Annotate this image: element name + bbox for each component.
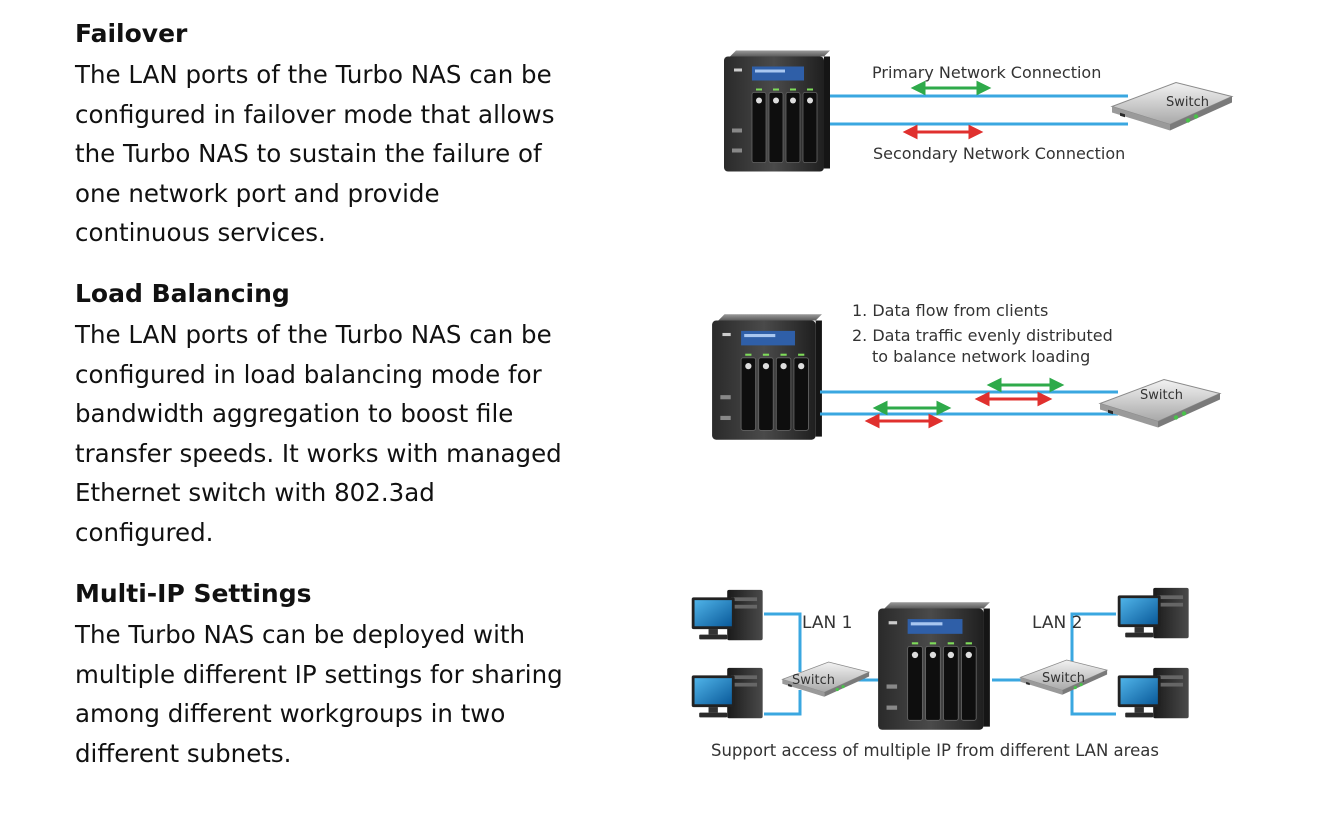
nas-device-icon (711, 313, 823, 441)
body-line: The LAN ports of the Turbo NAS can be (75, 320, 552, 349)
note-data-flow: 1. Data flow from clients (852, 301, 1048, 320)
multi-ip-diagram: Switch Switch LAN 1 LAN 2 Support access… (686, 586, 1206, 771)
body-line: the Turbo NAS to sustain the failure of (75, 139, 542, 169)
body-line: The LAN ports of the Turbo NAS can be (75, 60, 552, 89)
lan2-switch-label: Switch (1042, 671, 1085, 686)
section-body: The LAN ports of the Turbo NAS can be co… (75, 315, 635, 553)
primary-connection-label: Primary Network Connection (872, 63, 1101, 82)
body-line: Ethernet switch with 802.3ad (75, 478, 435, 508)
multi-ip-caption: Support access of multiple IP from diffe… (711, 741, 1159, 760)
section-title: Load Balancing (75, 279, 290, 308)
nas-device-icon (723, 49, 831, 173)
lan1-label: LAN 1 (802, 613, 852, 633)
body-line: different subnets. (75, 738, 292, 768)
lan2-link-lines (992, 612, 1116, 716)
note-balance-loading: to balance network loading (872, 347, 1090, 366)
body-line: among different workgroups in two (75, 699, 506, 729)
body-line: bandwidth aggregation to boost file (75, 399, 514, 429)
client-pc-icon (691, 667, 763, 719)
client-pc-icon (1117, 587, 1189, 639)
switch-label: Switch (1166, 95, 1209, 110)
lan1-switch-label: Switch (792, 673, 835, 688)
section-multi-ip: Multi-IP Settings The Turbo NAS can be d… (75, 578, 635, 773)
client-pc-icon (691, 589, 763, 641)
red-double-arrow-icon (864, 391, 1053, 429)
green-double-arrow-icon (910, 80, 992, 96)
section-body: The LAN ports of the Turbo NAS can be co… (75, 55, 635, 253)
body-line: configured. (75, 517, 214, 547)
body-line: multiple different IP settings for shari… (75, 659, 563, 689)
section-failover: Failover The LAN ports of the Turbo NAS … (75, 18, 635, 253)
body-line: configured in failover mode that allows (75, 99, 555, 129)
section-title: Multi-IP Settings (75, 579, 312, 608)
load-balancing-diagram: Switch 1. Data flow from clients 2. Data… (708, 296, 1228, 446)
red-double-arrow-icon (902, 124, 984, 140)
body-line: continuous services. (75, 218, 326, 248)
section-body: The Turbo NAS can be deployed with multi… (75, 615, 635, 773)
body-line: one network port and provide (75, 178, 440, 208)
body-line: configured in load balancing mode for (75, 359, 542, 389)
lan2-label: LAN 2 (1032, 613, 1082, 633)
body-line: transfer speeds. It works with managed (75, 438, 562, 468)
green-double-arrow-icon (872, 377, 1065, 416)
nas-device-icon (877, 601, 991, 731)
switch-icon (1099, 378, 1221, 429)
failover-diagram: Switch Primary Network Connection Second… (718, 38, 1238, 183)
section-title: Failover (75, 19, 188, 48)
body-line: The Turbo NAS can be deployed with (75, 620, 526, 649)
section-load-balancing: Load Balancing The LAN ports of the Turb… (75, 278, 635, 553)
switch-label: Switch (1140, 388, 1183, 403)
secondary-connection-label: Secondary Network Connection (873, 144, 1125, 163)
note-traffic-distributed: 2. Data traffic evenly distributed (852, 326, 1113, 345)
client-pc-icon (1117, 667, 1189, 719)
